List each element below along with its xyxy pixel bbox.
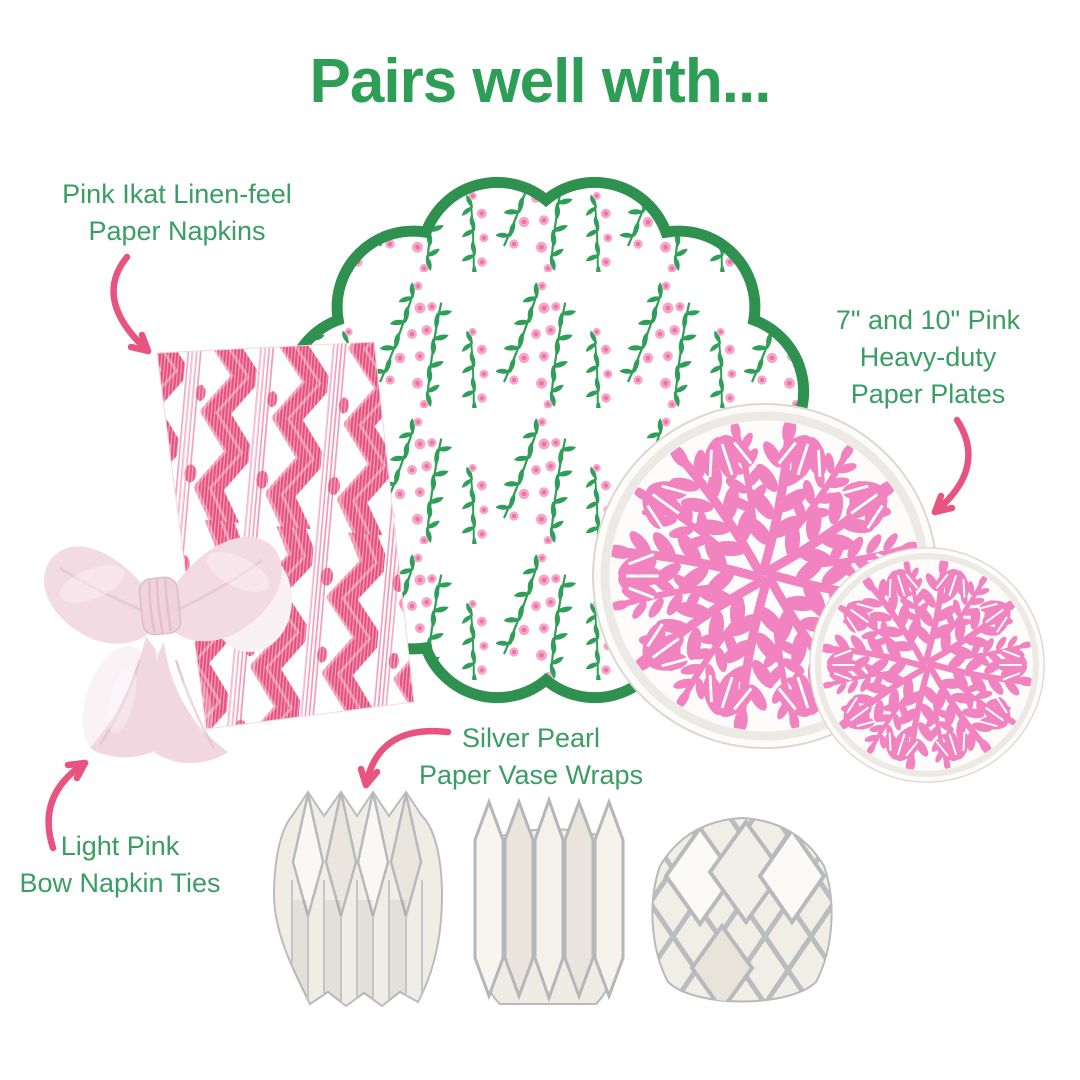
label-paper-napkins: Pink Ikat Linen-feel Paper Napkins	[47, 176, 307, 250]
curved-arrow-icon	[931, 416, 972, 516]
label-line: 7" and 10" Pink	[835, 305, 1021, 335]
page-title: Pairs well with...	[309, 47, 772, 116]
label-line: Heavy-duty	[859, 342, 997, 372]
label-vase-wraps: Silver Pearl Paper Vase Wraps	[391, 720, 671, 794]
label-line: Paper Napkins	[88, 216, 266, 246]
label-line: Light Pink	[60, 831, 180, 861]
label-bow-napkin-ties: Light Pink Bow Napkin Ties	[0, 828, 250, 902]
silver-pearl-vase-wraps-image	[273, 791, 833, 1007]
label-paper-plates: 7" and 10" Pink Heavy-duty Paper Plates	[798, 302, 1058, 413]
curved-arrow-icon	[110, 253, 152, 355]
curved-arrow-icon	[357, 727, 452, 789]
label-line: Silver Pearl	[461, 723, 601, 753]
pink-bow-image	[44, 536, 292, 764]
label-line: Paper Plates	[850, 379, 1006, 409]
label-line: Paper Vase Wraps	[418, 760, 644, 790]
curved-arrow-icon	[45, 759, 89, 852]
label-line: Bow Napkin Ties	[19, 868, 221, 898]
label-line: Pink Ikat Linen-feel	[62, 179, 292, 209]
